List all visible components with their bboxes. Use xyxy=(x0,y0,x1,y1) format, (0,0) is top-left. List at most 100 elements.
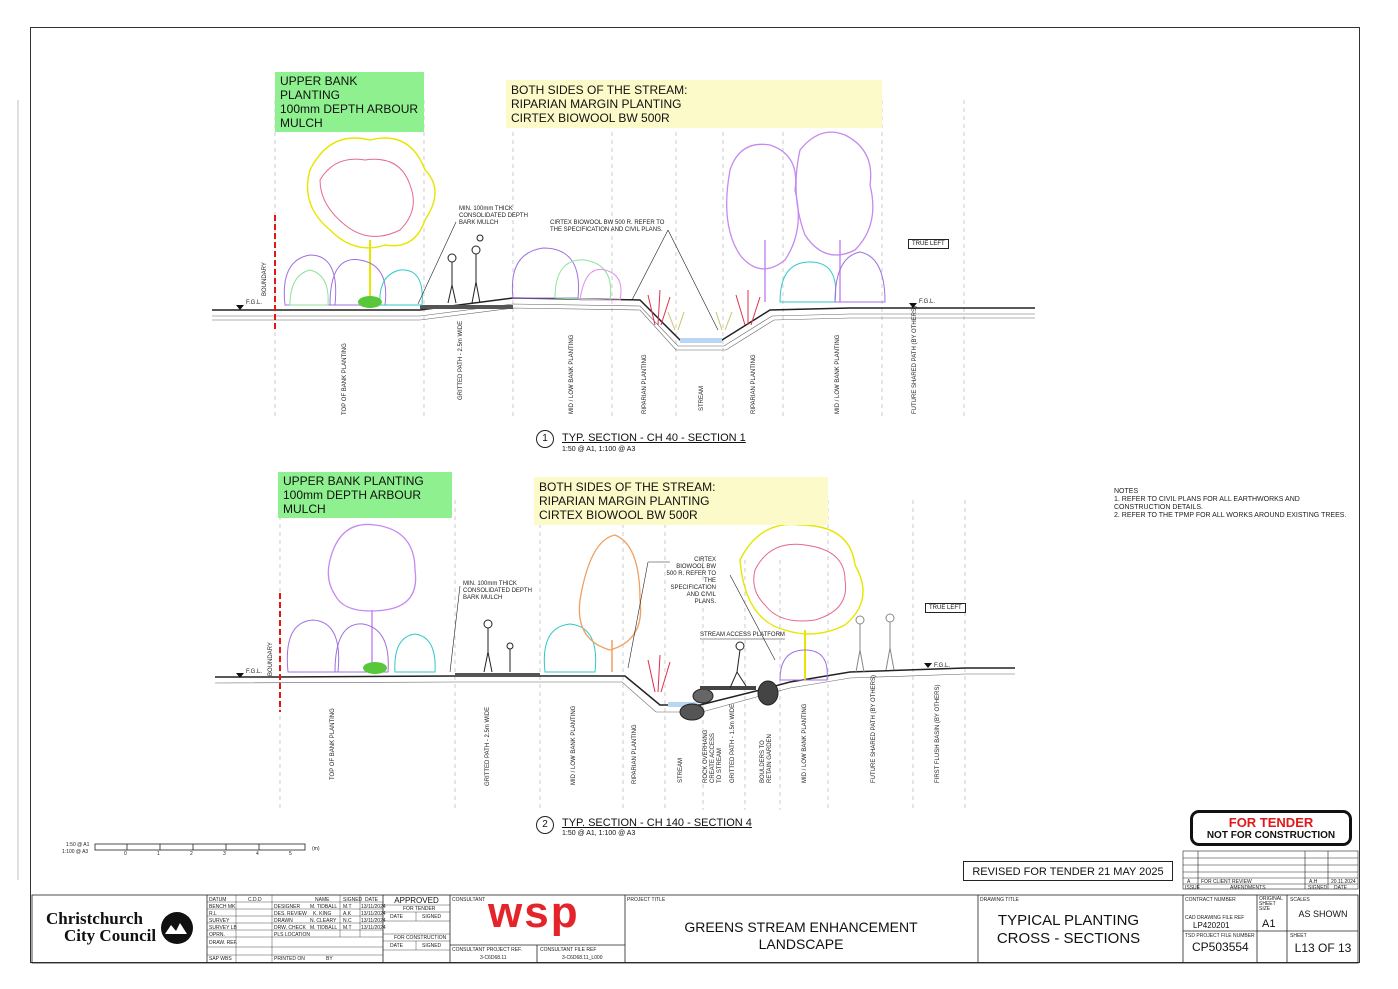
people-role: DRAWN xyxy=(274,918,293,924)
revised-note: REVISED FOR TENDER 21 MAY 2025 xyxy=(963,861,1173,881)
section1-zone: RIPARIAN PLANTING xyxy=(642,354,648,414)
section1-zone: MID / LOW BANK PLANTING xyxy=(835,334,841,414)
people-name: M. TIDBALL xyxy=(310,904,338,910)
sheet-label: SHEET xyxy=(1290,933,1307,939)
section2-zone: MID / LOW BANK PLANTING xyxy=(802,703,808,783)
section1-zone: GRITTED PATH - 2.5m WIDE xyxy=(458,320,464,400)
scales-label: SCALES xyxy=(1290,897,1310,903)
datum-label: DATUM xyxy=(209,897,227,903)
tender-stamp: FOR TENDER NOT FOR CONSTRUCTION xyxy=(1190,810,1352,846)
left-row-label: OPRN. xyxy=(209,932,225,938)
scalebar-a1-label: 1:50 @ A1 xyxy=(66,842,90,848)
section2-true-left: TRUE LEFT xyxy=(925,603,966,613)
people-name: M. TIDBALL xyxy=(310,925,338,931)
council-line2: City Council xyxy=(64,926,157,945)
approved-label: APPROVED xyxy=(394,896,439,905)
contract-number-label: CONTRACT NUMBER xyxy=(1185,897,1236,903)
section1-zone: TOP OF BANK PLANTING xyxy=(342,343,348,415)
signed-label-2: SIGNED xyxy=(422,943,442,949)
sheet-size: A1 xyxy=(1262,918,1276,930)
scalebar-tick: 4 xyxy=(256,851,259,857)
section1-zone: STREAM xyxy=(699,385,705,411)
revision-header: DATE xyxy=(1334,885,1347,891)
left-row-label: R.L xyxy=(209,911,217,917)
consultant-label: CONSULTANT xyxy=(452,897,486,903)
section2-zone: RIPARIAN PLANTING xyxy=(632,724,638,784)
scalebar-tick: 0 xyxy=(124,851,127,857)
people-date: 13/11/2024 xyxy=(361,918,386,924)
people-role: PRINTED ON xyxy=(274,956,305,962)
for-tender-label: FOR TENDER xyxy=(403,906,436,912)
section2-zone: STREAM xyxy=(678,757,684,783)
consultant-project-ref: 3-C6D68.11 xyxy=(480,955,507,961)
revision-header: AMENDMENTS xyxy=(1230,885,1266,891)
section1-boundary-label: BOUNDARY xyxy=(262,262,268,296)
left-row-label: SURVEY LB xyxy=(209,925,237,931)
people-sig: A.K xyxy=(343,911,352,917)
section1-fgl-left: F.G.L. xyxy=(246,300,263,306)
sheet-value: L13 OF 13 xyxy=(1294,941,1352,955)
for-construction-label: FOR CONSTRUCTION xyxy=(394,935,447,941)
section2-zone: MID / LOW BANK PLANTING xyxy=(571,705,577,785)
people-sig: M.T xyxy=(343,925,352,931)
section2-zone: ROCK OVERHANG CREATE ACCESS TO STREAM xyxy=(703,729,723,783)
left-row-label: BENCH MK xyxy=(209,904,236,910)
revision-header: SIGNED xyxy=(1308,885,1328,891)
section1-zone: MID / LOW BANK PLANTING xyxy=(569,334,575,414)
section2-fgl-right: F.G.L. xyxy=(934,663,951,669)
scalebar-unit: (m) xyxy=(312,846,320,852)
section2-fgl-left: F.G.L. xyxy=(246,669,263,675)
section1-mulch-note: MIN. 100mm THICK CONSOLIDATED DEPTH BARK… xyxy=(459,206,528,226)
section2-platform-label: STREAM ACCESS PLATFORM xyxy=(700,632,785,638)
section2-boundary-label: BOUNDARY xyxy=(268,642,274,676)
section2-zone: FIRST FLUSH BASIN (BY OTHERS) xyxy=(935,684,941,783)
consultant-file-ref-label: CONSULTANT FILE REF xyxy=(540,947,597,953)
scalebar-tick: 3 xyxy=(223,851,226,857)
wsp-logo: wsp xyxy=(488,888,580,937)
drawing-title: TYPICAL PLANTING CROSS - SECTIONS xyxy=(996,912,1141,947)
drawing-title-label: DRAWING TITLE xyxy=(980,897,1019,903)
people-header: DATE xyxy=(365,897,378,903)
signed-label: SIGNED xyxy=(422,914,442,920)
section2-title: TYP. SECTION - CH 140 - SECTION 4 xyxy=(562,817,752,829)
section1-number: 1 xyxy=(536,430,554,448)
section2-zone: GRITTED PATH - 2.5m WIDE xyxy=(485,706,491,786)
section1-green-callout: UPPER BANK PLANTING 100mm DEPTH ARBOUR M… xyxy=(275,72,424,132)
people-by: BY xyxy=(326,956,333,962)
people-date: 13/11/2024 xyxy=(361,925,386,931)
project-title-label: PROJECT TITLE xyxy=(627,897,666,903)
people-sig: N.C xyxy=(343,918,352,924)
tender-line2: NOT FOR CONSTRUCTION xyxy=(1206,830,1336,841)
people-sig: M.T xyxy=(343,904,352,910)
people-name: N. CLEARY xyxy=(310,918,337,924)
section1-cirtex-note: CIRTEX BIOWOOL BW 500 R. REFER TO THE SP… xyxy=(550,220,665,233)
revision-date: 20.11.2024 xyxy=(1331,879,1356,885)
people-name: K. KING xyxy=(313,911,332,917)
date-label-2: DATE xyxy=(390,943,403,949)
council-logo-icon xyxy=(161,912,193,944)
left-row-label: SAP WBS xyxy=(209,956,232,962)
section2-green-callout: UPPER BANK PLANTING 100mm DEPTH ARBOUR M… xyxy=(278,472,452,518)
section2-yellow-callout: BOTH SIDES OF THE STREAM: RIPARIAN MARGI… xyxy=(534,477,828,525)
people-role: PLS LOCATION xyxy=(274,932,311,938)
scalebar-tick: 5 xyxy=(289,851,292,857)
project-file: CP503554 xyxy=(1192,940,1249,954)
date-label: DATE xyxy=(390,914,403,920)
revision-amendment: FOR CLIENT REVIEW xyxy=(1201,879,1252,885)
section2-cirtex-note: CIRTEX BIOWOOL BW 500 R. REFER TO THE SP… xyxy=(666,557,716,605)
people-date: 13/11/2024 xyxy=(361,904,386,910)
consultant-project-ref-label: CONSULTANT PROJECT REF. xyxy=(452,947,522,953)
people-date: 13/11/2024 xyxy=(361,911,386,917)
section2-number: 2 xyxy=(536,816,554,834)
scalebar-tick: 1 xyxy=(157,851,160,857)
section1-zone: RIPARIAN PLANTING xyxy=(751,354,757,414)
people-role: DRW. CHECK xyxy=(274,925,306,931)
section1-title: TYP. SECTION - CH 40 - SECTION 1 xyxy=(562,432,746,444)
cad-ref: LP420201 xyxy=(1193,921,1230,930)
section2-zone: GRITTED PATH - 1.5m WIDE xyxy=(730,703,736,783)
section1-zone: FUTURE SHARED PATH (BY OTHERS) xyxy=(912,305,918,414)
datum-value: C.D.D xyxy=(248,897,262,903)
section1-fgl-right: F.G.L. xyxy=(919,299,936,305)
left-row-label: DRAW. REF. xyxy=(209,940,238,946)
